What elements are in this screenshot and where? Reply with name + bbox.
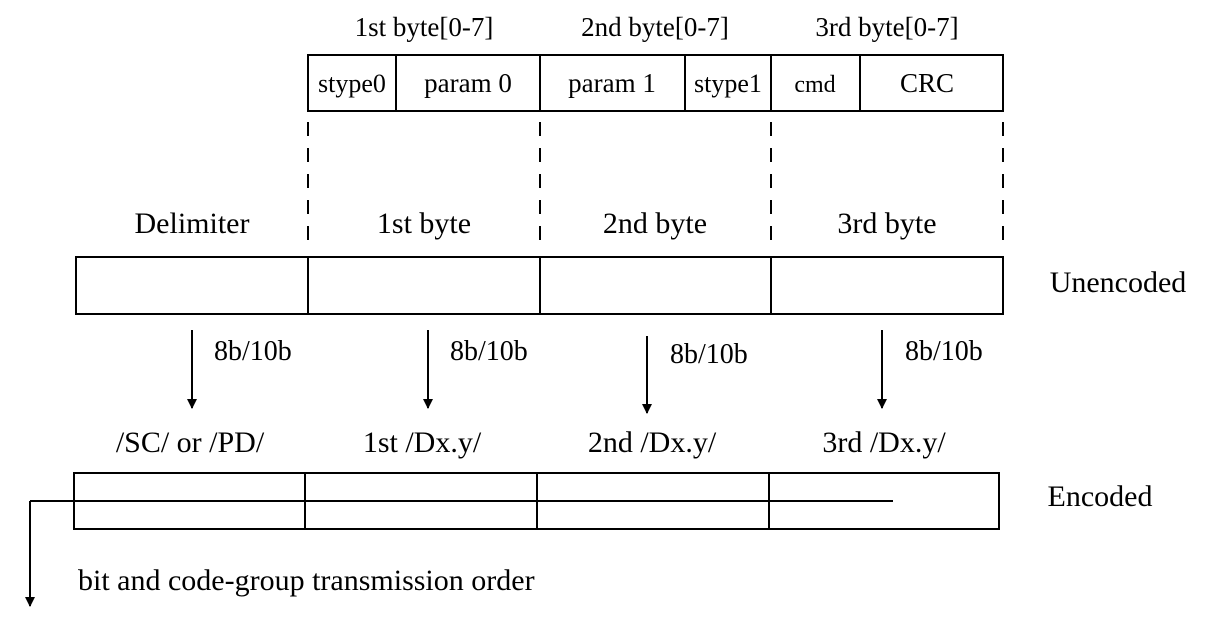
dashed-guides xyxy=(307,122,1004,250)
field-layout-box xyxy=(307,54,1004,112)
field-crc: CRC xyxy=(900,68,954,98)
field-param-1: param 1 xyxy=(568,68,656,98)
encoded-row-label: Encoded xyxy=(1048,480,1153,513)
encoding-label-1: 8b/10b xyxy=(214,336,292,367)
unencoded-label-byte-2: 2nd byte xyxy=(603,207,707,240)
encoded-label-delimiter: /SC/ or /PD/ xyxy=(116,426,265,459)
encoding-label-3: 8b/10b xyxy=(670,339,748,370)
field-param-0: param 0 xyxy=(424,68,512,98)
field-stype1: stype1 xyxy=(694,69,762,98)
unencoded-label-delimiter: Delimiter xyxy=(135,207,250,240)
unencoded-row-label: Unencoded xyxy=(1050,266,1187,299)
unencoded-label-byte-1: 1st byte xyxy=(377,207,471,240)
encoding-label-2: 8b/10b xyxy=(450,336,528,367)
encoded-label-byte-3: 3rd /Dx.y/ xyxy=(822,426,946,459)
unencoded-label-byte-3: 3rd byte xyxy=(837,207,936,240)
field-cmd: cmd xyxy=(794,72,835,98)
transmission-order-note: bit and code-group transmission order xyxy=(78,564,535,597)
unencoded-box xyxy=(75,256,1004,315)
byte-header-3: 3rd byte[0-7] xyxy=(815,12,958,42)
field-stype0: stype0 xyxy=(318,69,386,98)
byte-header-1: 1st byte[0-7] xyxy=(355,12,494,42)
encoding-label-4: 8b/10b xyxy=(905,336,983,367)
transmission-order-arrow xyxy=(25,500,893,607)
encoded-label-byte-2: 2nd /Dx.y/ xyxy=(588,426,717,459)
encoded-label-byte-1: 1st /Dx.y/ xyxy=(363,426,482,459)
byte-header-2: 2nd byte[0-7] xyxy=(581,12,729,42)
